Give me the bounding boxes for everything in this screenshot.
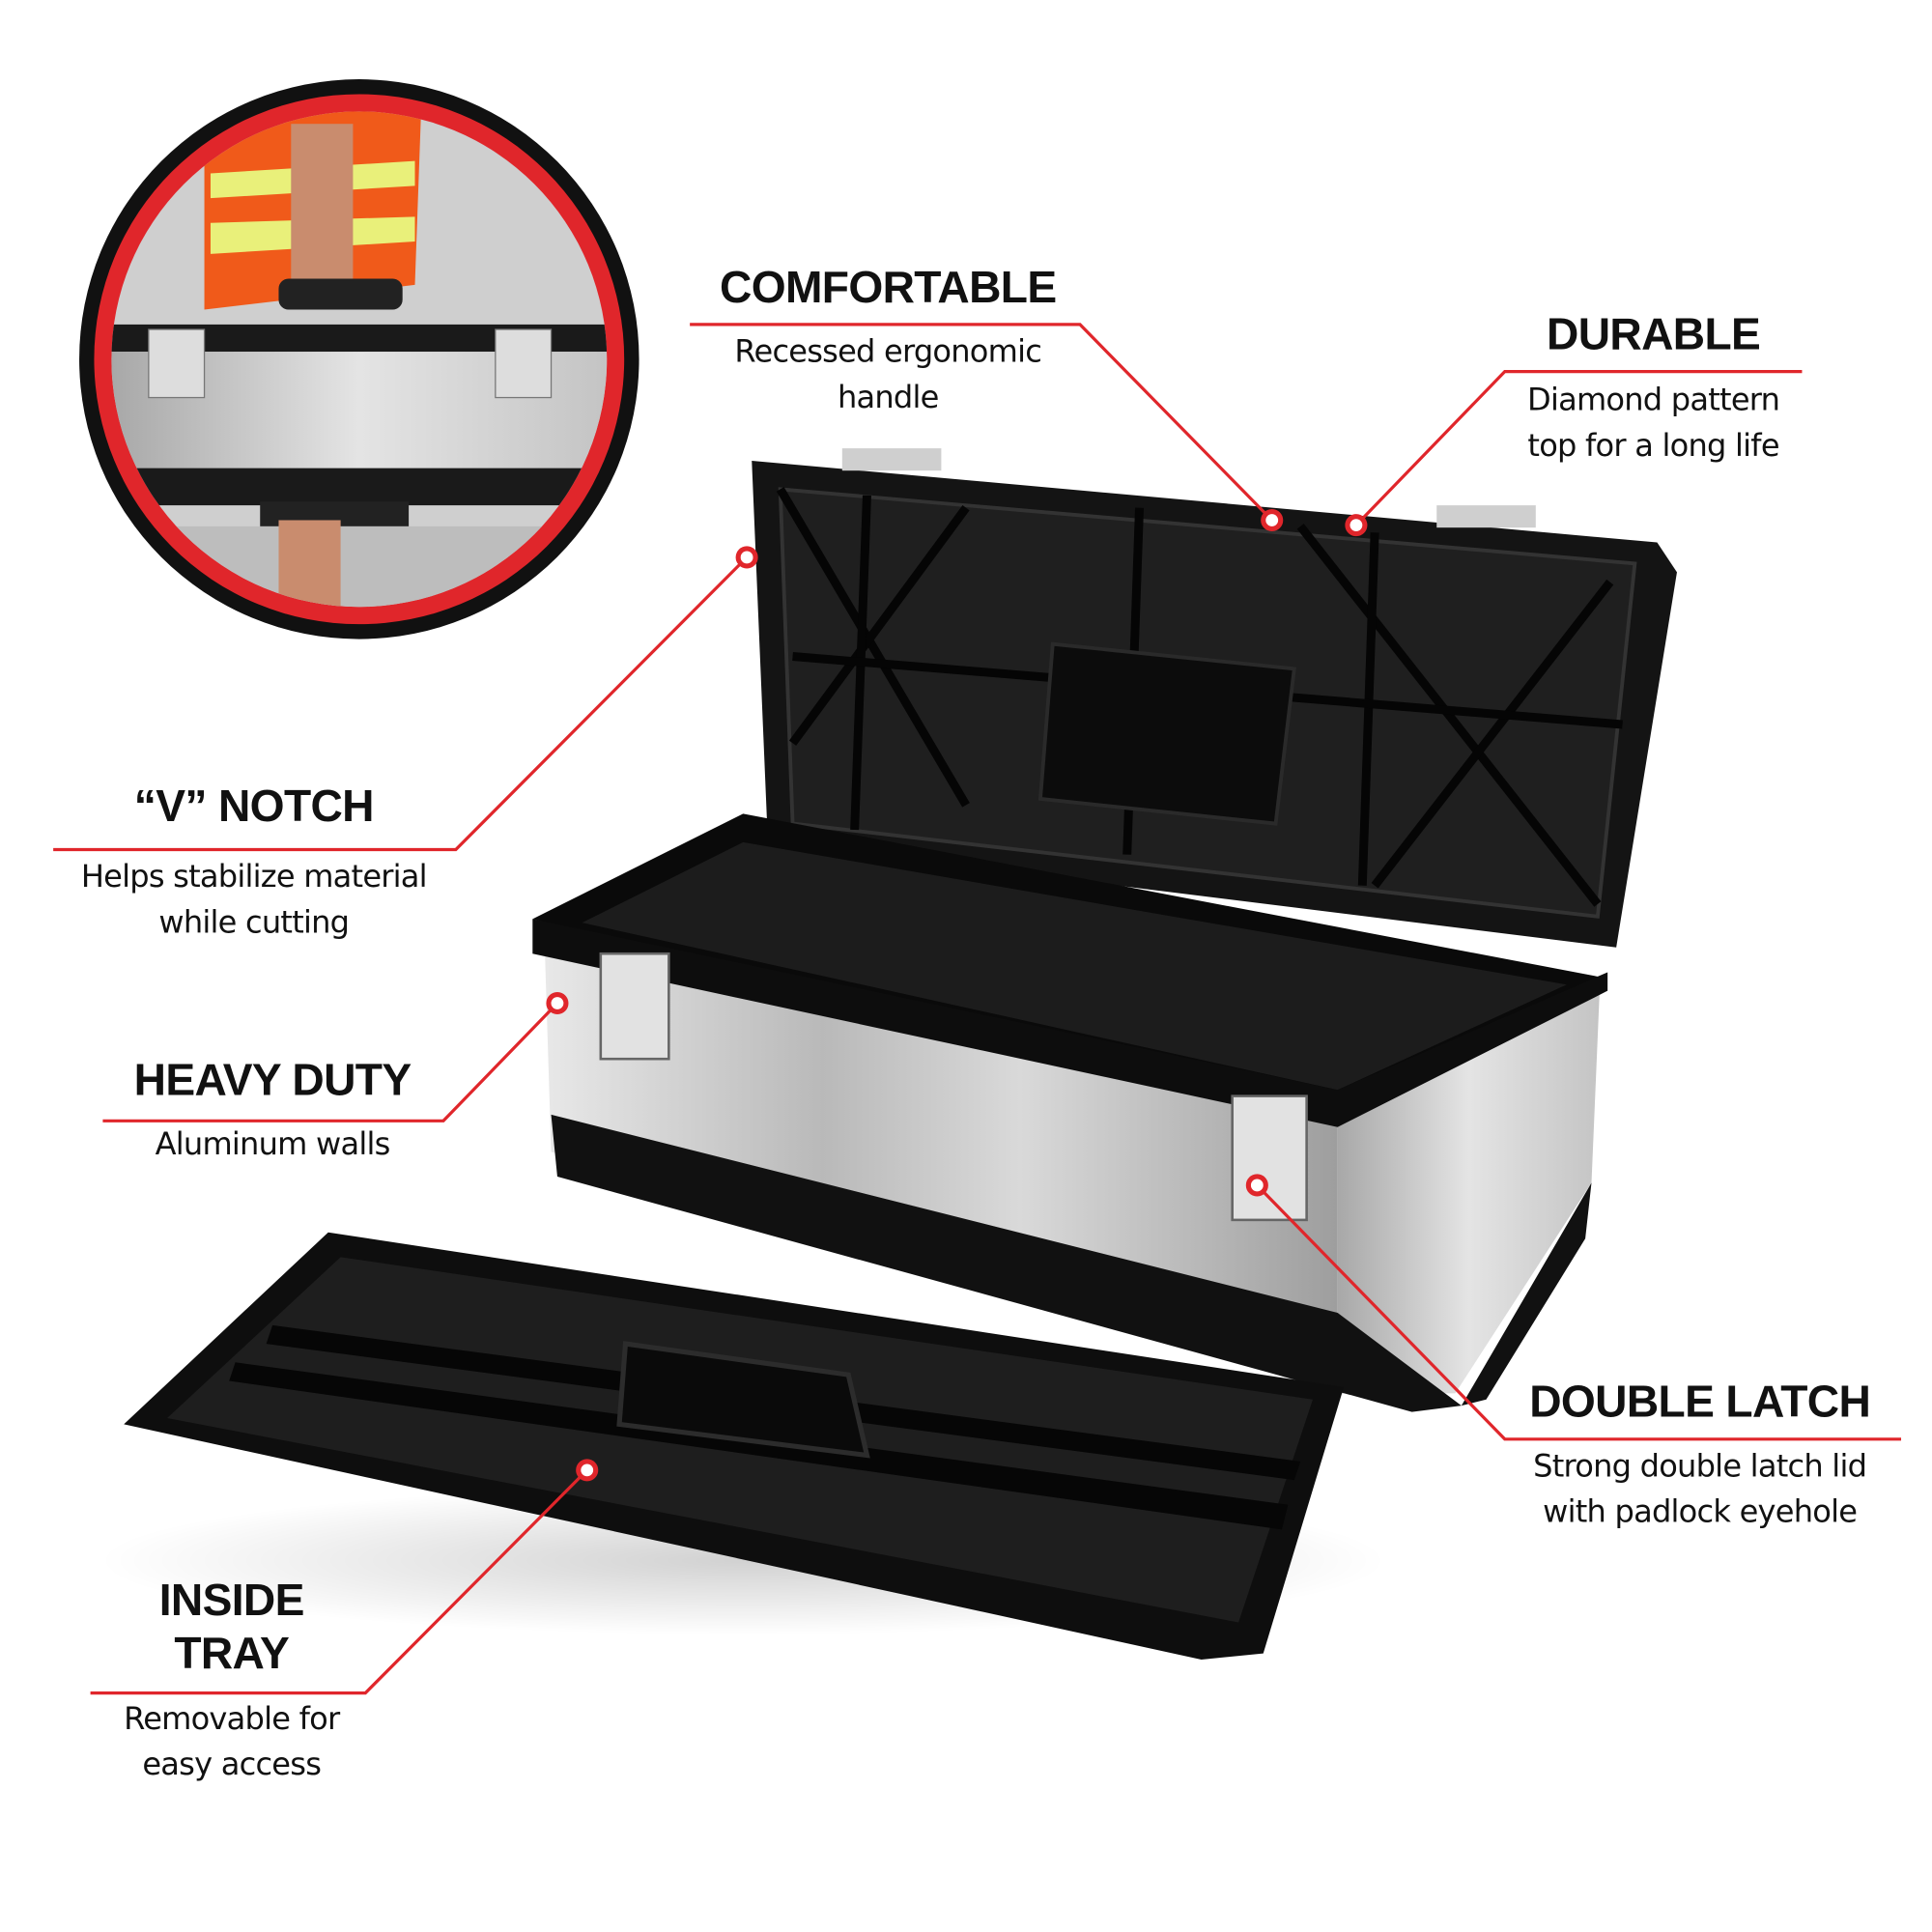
callout-title: HEAVY DUTY	[133, 1054, 412, 1105]
v-notch-leader	[53, 555, 749, 852]
durable-dot	[1345, 514, 1368, 537]
comfortable-dot	[1261, 508, 1284, 532]
callout-title: TRAY	[174, 1627, 290, 1679]
toolbox-body	[532, 813, 1608, 1412]
callout-text: Removable for	[124, 1700, 340, 1737]
callout-durable: DURABLE Diamond pattern top for a long l…	[1480, 307, 1827, 469]
callout-inside-tray: INSIDE TRAY Removable for easy access	[58, 1573, 405, 1787]
callout-title: DURABLE	[1547, 308, 1761, 359]
double-latch-dot	[1245, 1174, 1268, 1197]
callout-text: Strong double latch lid	[1533, 1447, 1867, 1484]
callout-double-latch: DOUBLE LATCH Strong double latch lid wit…	[1487, 1375, 1914, 1534]
heavy-duty-dot	[546, 991, 569, 1015]
callout-text: easy access	[142, 1746, 322, 1782]
callout-title: DOUBLE LATCH	[1529, 1376, 1871, 1427]
callout-text: Recessed ergonomic	[734, 332, 1042, 370]
durable-leader	[1354, 370, 1803, 526]
callout-title: “V” NOTCH	[133, 780, 375, 832]
toolbox-lid	[752, 448, 1677, 948]
comfortable-leader	[690, 323, 1273, 522]
inside-tray-leader	[90, 1468, 588, 1695]
callout-text: Aluminum walls	[155, 1125, 391, 1162]
removable-tray	[124, 1232, 1345, 1661]
heavy-duty-leader	[102, 1002, 559, 1122]
latch-right	[1231, 1094, 1308, 1222]
callout-title: COMFORTABLE	[720, 261, 1057, 313]
callout-text: top for a long life	[1527, 427, 1779, 464]
double-latch-leader	[1256, 1183, 1902, 1441]
callout-text: with padlock eyehole	[1543, 1493, 1858, 1530]
callout-text: handle	[837, 379, 939, 415]
callout-comfortable: COMFORTABLE Recessed ergonomic handle	[690, 260, 1086, 419]
callout-text: while cutting	[158, 903, 350, 941]
callout-title: INSIDE	[158, 1574, 305, 1626]
inside-tray-dot	[576, 1459, 599, 1482]
callout-v-notch: “V” NOTCH Helps stabilize material while…	[31, 779, 477, 945]
carry-handle-inset-photo	[79, 79, 639, 639]
leader-lines	[53, 323, 1902, 1695]
v-notch-dot	[735, 546, 758, 569]
callout-text: Diamond pattern	[1527, 381, 1780, 418]
callout-heavy-duty: HEAVY DUTY Aluminum walls	[74, 1053, 470, 1167]
latch-left	[599, 952, 670, 1061]
callout-text: Helps stabilize material	[80, 858, 428, 895]
callout-dots	[546, 508, 1368, 1482]
